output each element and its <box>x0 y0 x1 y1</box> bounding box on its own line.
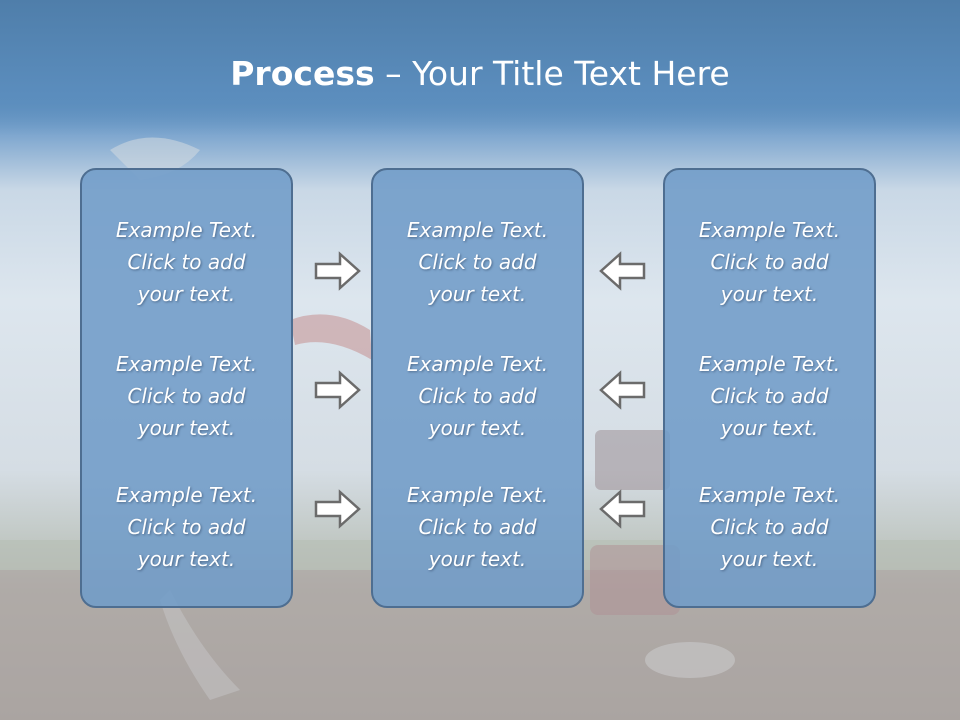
panel-center-text-3[interactable]: Example Text. Click to add your text. <box>373 479 582 575</box>
text-line: your text. <box>137 547 236 571</box>
text-line: your text. <box>428 547 527 571</box>
arrow-right-icon <box>314 370 361 410</box>
panel-right-text-2[interactable]: Example Text. Click to add your text. <box>665 348 874 444</box>
arrow-right-icon <box>314 251 361 291</box>
text-line: Example Text. <box>115 352 258 376</box>
text-line: Click to add <box>710 384 829 408</box>
title-rest: – Your Title Text Here <box>374 54 730 93</box>
text-line: Click to add <box>710 515 829 539</box>
text-line: your text. <box>137 282 236 306</box>
arrow-left-icon <box>599 370 646 410</box>
panel-right-text-1[interactable]: Example Text. Click to add your text. <box>665 214 874 310</box>
text-line: Example Text. <box>698 352 841 376</box>
text-line: your text. <box>428 282 527 306</box>
text-line: Click to add <box>418 515 537 539</box>
text-line: Example Text. <box>406 483 549 507</box>
panel-left[interactable]: Example Text. Click to add your text. Exam… <box>80 168 293 608</box>
text-line: Click to add <box>418 384 537 408</box>
text-line: your text. <box>720 416 819 440</box>
text-line: Click to add <box>418 250 537 274</box>
panel-left-text-1[interactable]: Example Text. Click to add your text. <box>82 214 291 310</box>
arrow-right-icon <box>314 489 361 529</box>
text-line: Example Text. <box>698 218 841 242</box>
title-bold: Process <box>230 54 375 93</box>
panel-center-text-1[interactable]: Example Text. Click to add your text. <box>373 214 582 310</box>
text-line: Click to add <box>127 384 246 408</box>
slide-title[interactable]: Process – Your Title Text Here <box>0 52 960 96</box>
text-line: your text. <box>428 416 527 440</box>
text-line: Click to add <box>127 250 246 274</box>
panel-right-text-3[interactable]: Example Text. Click to add your text. <box>665 479 874 575</box>
text-line: your text. <box>720 547 819 571</box>
text-line: Click to add <box>710 250 829 274</box>
text-line: Example Text. <box>115 483 258 507</box>
arrow-left-icon <box>599 251 646 291</box>
text-line: Click to add <box>127 515 246 539</box>
panel-center[interactable]: Example Text. Click to add your text. Exam… <box>371 168 584 608</box>
text-line: Example Text. <box>698 483 841 507</box>
title-band <box>0 0 960 135</box>
panel-left-text-2[interactable]: Example Text. Click to add your text. <box>82 348 291 444</box>
panel-left-text-3[interactable]: Example Text. Click to add your text. <box>82 479 291 575</box>
text-line: your text. <box>137 416 236 440</box>
text-line: your text. <box>720 282 819 306</box>
text-line: Example Text. <box>115 218 258 242</box>
text-line: Example Text. <box>406 352 549 376</box>
arrow-left-icon <box>599 489 646 529</box>
text-line: Example Text. <box>406 218 549 242</box>
panel-center-text-2[interactable]: Example Text. Click to add your text. <box>373 348 582 444</box>
panel-right[interactable]: Example Text. Click to add your text. Exam… <box>663 168 876 608</box>
